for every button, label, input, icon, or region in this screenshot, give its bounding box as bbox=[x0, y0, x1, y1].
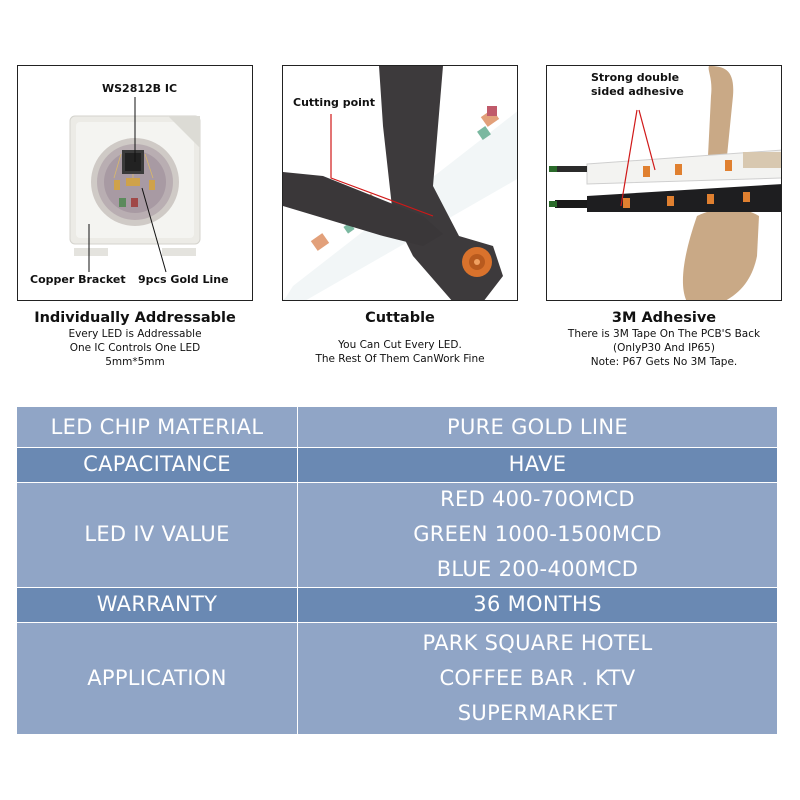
table-row: CAPACITANCE HAVE bbox=[17, 447, 777, 482]
row-value-cell: PURE GOLD LINE bbox=[297, 407, 777, 447]
caption-line: One IC Controls One LED bbox=[69, 342, 201, 354]
pointer-line bbox=[330, 114, 434, 217]
row-label-cell: LED CHIP MATERIAL bbox=[17, 407, 297, 447]
row-divider bbox=[17, 447, 777, 448]
caption-title: Cuttable bbox=[365, 310, 435, 326]
led-chip-panel: WS2812B IC Copper Bracket 9pcs Gold Line bbox=[17, 65, 253, 301]
row-label: CAPACITANCE bbox=[83, 452, 231, 476]
cutting-point-label: Cutting point bbox=[293, 96, 376, 109]
caption-line: Every LED is Addressable bbox=[68, 328, 202, 340]
copper-bracket-label: Copper Bracket bbox=[30, 273, 126, 286]
ic-label: WS2812B IC bbox=[102, 82, 178, 95]
cuttable-panel: Cutting point bbox=[282, 65, 518, 301]
caption-line: Note: P67 Gets No 3M Tape. bbox=[590, 356, 738, 368]
row-value-cell: RED 400-70OMCD GREEN 1000-1500MCD BLUE 2… bbox=[297, 482, 777, 587]
row-value: RED 400-70OMCD bbox=[440, 487, 635, 511]
row-label-cell: CAPACITANCE bbox=[17, 447, 297, 482]
row-divider bbox=[17, 587, 777, 588]
caption-line: (OnlyP30 And IP65) bbox=[613, 342, 715, 354]
row-label-cell: WARRANTY bbox=[17, 587, 297, 622]
led-chip-image bbox=[69, 97, 201, 273]
caption-line: There is 3M Tape On The PCB'S Back bbox=[567, 328, 761, 340]
row-divider bbox=[17, 482, 777, 483]
caption-title: 3M Adhesive bbox=[611, 310, 717, 326]
table-row: LED CHIP MATERIAL PURE GOLD LINE bbox=[17, 407, 777, 447]
row-label: LED IV VALUE bbox=[84, 522, 230, 546]
row-value: 36 MONTHS bbox=[473, 592, 602, 616]
adhesive-label-line2: sided adhesive bbox=[591, 85, 684, 98]
row-label: LED CHIP MATERIAL bbox=[50, 414, 264, 439]
row-label-cell: APPLICATION bbox=[17, 622, 297, 734]
row-label: APPLICATION bbox=[87, 665, 227, 690]
row-divider bbox=[17, 622, 777, 623]
row-value: HAVE bbox=[508, 452, 567, 476]
row-value: BLUE 200-400MCD bbox=[436, 557, 639, 581]
caption-title: Individually Addressable bbox=[34, 310, 236, 326]
caption-line: 5mm*5mm bbox=[105, 356, 165, 368]
pointer-line bbox=[141, 187, 167, 273]
row-value-cell: 36 MONTHS bbox=[297, 587, 777, 622]
row-label: WARRANTY bbox=[96, 592, 218, 616]
row-value: SUPERMARKET bbox=[457, 700, 618, 725]
pointer-line bbox=[620, 109, 638, 207]
caption-addressable: Individually Addressable Every LED is Ad… bbox=[5, 309, 265, 369]
gold-line-label: 9pcs Gold Line bbox=[138, 273, 229, 286]
adhesive-panel: Strong double sided adhesive bbox=[546, 65, 782, 301]
caption-adhesive: 3M Adhesive There is 3M Tape On The PCB'… bbox=[534, 309, 794, 369]
row-label-cell: LED IV VALUE bbox=[17, 482, 297, 587]
table-row: APPLICATION PARK SQUARE HOTEL COFFEE BAR… bbox=[17, 622, 777, 734]
row-value: COFFEE BAR . KTV bbox=[439, 665, 636, 690]
table-row: WARRANTY 36 MONTHS bbox=[17, 587, 777, 622]
pointer-line bbox=[638, 109, 656, 171]
row-value-cell: HAVE bbox=[297, 447, 777, 482]
scissors-image bbox=[283, 66, 517, 300]
row-value: PARK SQUARE HOTEL bbox=[422, 630, 653, 655]
caption-line: The Rest Of Them CanWork Fine bbox=[315, 353, 485, 365]
adhesive-strip-image bbox=[549, 66, 781, 300]
row-value: PURE GOLD LINE bbox=[447, 414, 628, 439]
row-value-cell: PARK SQUARE HOTEL COFFEE BAR . KTV SUPER… bbox=[297, 622, 777, 734]
spec-table: LED CHIP MATERIAL PURE GOLD LINE CAPACIT… bbox=[17, 407, 777, 734]
table-row: LED IV VALUE RED 400-70OMCD GREEN 1000-1… bbox=[17, 482, 777, 587]
caption-cuttable: Cuttable You Can Cut Every LED. The Rest… bbox=[270, 309, 530, 366]
caption-line: You Can Cut Every LED. bbox=[338, 339, 462, 351]
adhesive-label-line1: Strong double bbox=[591, 71, 680, 84]
row-value: GREEN 1000-1500MCD bbox=[413, 522, 662, 546]
